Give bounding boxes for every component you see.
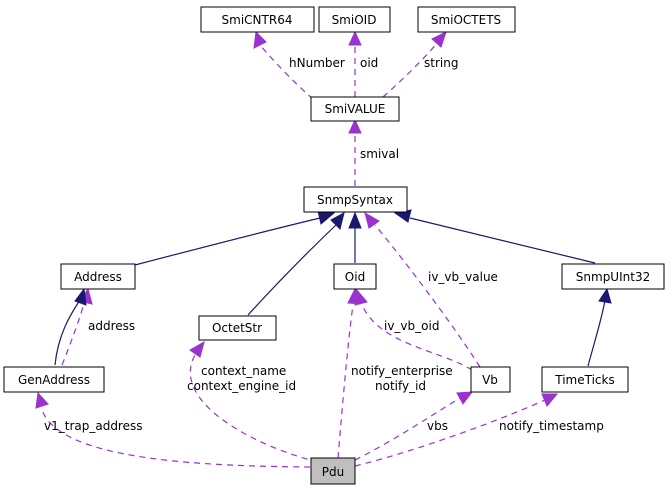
edge-smivalue-smioctets <box>382 42 438 98</box>
node-timeticks[interactable]: TimeTicks <box>541 366 629 393</box>
edge-smivalue-smicntr64 <box>259 44 314 100</box>
edge-label-vbs: vbs <box>427 419 448 433</box>
node-label-snmpsyntax: SnmpSyntax <box>317 193 393 207</box>
node-label-pdu: Pdu <box>322 465 344 479</box>
edge-pdu-oid <box>337 304 354 459</box>
node-oid[interactable]: Oid <box>333 263 377 290</box>
arrowhead-smicntr64 <box>253 30 267 49</box>
arrowhead-octetstr <box>189 340 205 358</box>
node-address[interactable]: Address <box>60 263 136 290</box>
association-edges <box>35 30 559 468</box>
edge-pdu-octetstr <box>189 354 319 463</box>
arrowhead-smioctets <box>431 31 447 48</box>
edge-label-context-name: context_name <box>201 364 286 378</box>
edge-vb-snmpsyntax <box>374 224 481 368</box>
arrowhead-vb <box>456 391 474 405</box>
node-smicntr64[interactable]: SmiCNTR64 <box>200 6 315 33</box>
node-label-smicntr64: SmiCNTR64 <box>222 13 293 27</box>
edge-pdu-genaddress <box>41 409 311 468</box>
edge-label-oid: oid <box>360 56 378 70</box>
node-pdu[interactable]: Pdu <box>310 457 356 485</box>
node-label-octetstr: OctetStr <box>212 321 262 335</box>
inheritance-edges <box>54 209 612 367</box>
edge-label-notify-enterprise: notify_enterprise <box>351 364 453 378</box>
edge-label-notify-id: notify_id <box>375 379 426 393</box>
edge-label-iv-vb-value: iv_vb_value <box>428 270 498 284</box>
edge-octetstr-snmpsyntax <box>247 224 337 316</box>
node-octetstr[interactable]: OctetStr <box>198 315 277 341</box>
arrowhead-smioid <box>348 30 362 46</box>
node-smivalue[interactable]: SmiVALUE <box>310 96 400 122</box>
arrowhead-snmpuint32 <box>598 287 612 304</box>
edge-snmpuint32-snmpsyntax <box>409 217 596 264</box>
edge-label-v1-trap-address: v1_trap_address <box>44 419 143 433</box>
node-smioid[interactable]: SmiOID <box>318 6 391 33</box>
arrowhead-oid-pdu <box>347 287 361 305</box>
edge-label-address: address <box>88 319 135 333</box>
edge-genaddress-address <box>54 299 81 366</box>
edge-label-iv-vb-oid: iv_vb_oid <box>384 319 439 333</box>
node-label-oid: Oid <box>345 270 365 284</box>
arrowhead-snmpsyntax-octetstr <box>330 212 345 230</box>
arrowhead-smivalue <box>348 118 362 134</box>
arrowhead-genaddress <box>35 391 49 409</box>
node-label-address: Address <box>74 270 122 284</box>
edge-label-smival: smival <box>360 147 399 161</box>
edge-pdu-vb <box>354 397 461 461</box>
arrowhead-address-genaddress-inherit <box>74 287 87 306</box>
arrowhead-snmpsyntax-vb <box>364 211 380 229</box>
node-label-genaddress: GenAddress <box>18 373 90 387</box>
arrowhead-snmpsyntax-oid <box>348 211 362 229</box>
arrowhead-timeticks <box>541 393 559 407</box>
edge-genaddress-address <box>61 299 86 366</box>
edge-label-string: string <box>424 56 458 70</box>
node-label-timeticks: TimeTicks <box>554 373 614 387</box>
node-snmpuint32[interactable]: SnmpUInt32 <box>561 263 665 290</box>
edge-labels: hNumber oid string smival iv_vb_value ad… <box>44 56 604 433</box>
node-label-smivalue: SmiVALUE <box>325 102 386 116</box>
node-label-snmpuint32: SnmpUInt32 <box>576 270 650 284</box>
edge-address-snmpsyntax <box>134 217 321 266</box>
edge-label-context-engine-id: context_engine_id <box>187 379 296 393</box>
node-vb[interactable]: Vb <box>470 366 511 393</box>
edge-timeticks-snmpuint32 <box>587 299 606 367</box>
node-snmpsyntax[interactable]: SnmpSyntax <box>303 186 408 213</box>
edge-label-hnumber: hNumber <box>289 56 345 70</box>
edge-label-notify-timestamp: notify_timestamp <box>499 419 604 433</box>
node-label-smioctets: SmiOCTETS <box>431 13 501 27</box>
edge-pdu-timeticks <box>354 399 546 467</box>
node-label-vb: Vb <box>482 373 498 387</box>
edge-vb-oid <box>361 304 473 371</box>
node-smioctets[interactable]: SmiOCTETS <box>417 6 516 33</box>
node-genaddress[interactable]: GenAddress <box>3 366 105 393</box>
node-label-smioid: SmiOID <box>332 13 377 27</box>
arrowhead-snmpsyntax-address <box>317 210 336 225</box>
